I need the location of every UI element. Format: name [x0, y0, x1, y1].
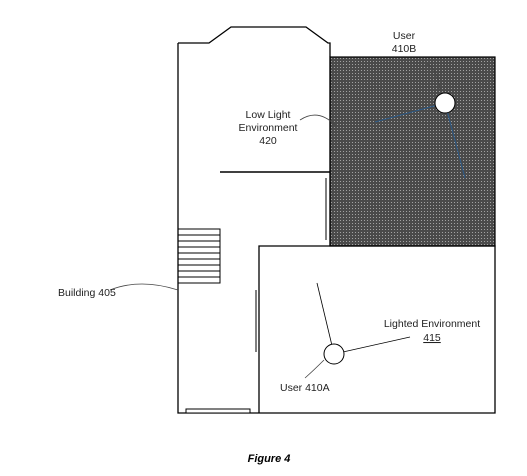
label-low-light-line2: Environment	[239, 122, 298, 134]
label-building: Building 405	[58, 287, 116, 299]
leader-low-light	[299, 114, 336, 126]
building-outline	[177, 26, 496, 414]
label-lighted-line2: 415	[423, 332, 441, 344]
entrance-door	[185, 408, 251, 414]
leader-user-b	[426, 63, 441, 91]
leader-building	[109, 283, 179, 291]
leader-user-a	[304, 359, 325, 379]
user-a-sightline-1	[316, 282, 335, 355]
label-low-light-line3: 420	[259, 135, 277, 147]
user-410b-marker	[434, 92, 456, 114]
label-user-a: User 410A	[280, 382, 330, 394]
low-light-environment-region	[329, 56, 496, 247]
figure-caption: Figure 4	[248, 453, 291, 465]
user-b-sightline-2	[444, 102, 466, 179]
label-user-b-line2: 410B	[392, 43, 417, 55]
user-a-sightline-2	[333, 336, 411, 355]
label-lighted-line1: Lighted Environment	[384, 318, 480, 330]
label-low-light-line1: Low Light	[246, 109, 291, 121]
user-410a-marker	[323, 343, 345, 365]
stairs	[177, 228, 221, 284]
label-user-b-line1: User	[393, 30, 416, 42]
stairs-frame	[177, 228, 221, 284]
user-b-sightline-1	[374, 102, 446, 123]
